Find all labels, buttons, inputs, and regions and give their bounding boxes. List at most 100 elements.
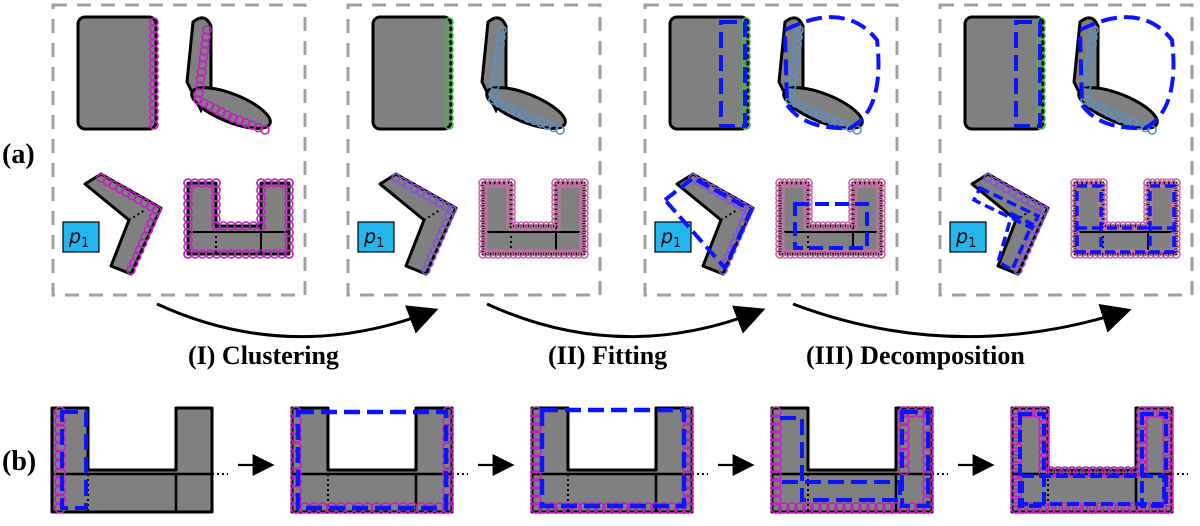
cluster-point [478,249,488,259]
cluster-point [579,183,589,193]
cluster-point [149,51,159,62]
cluster-point [780,249,790,259]
cluster-point [555,178,566,188]
fit-part [1018,412,1046,508]
cluster-point [183,235,193,245]
cluster-point [792,39,803,49]
cluster-point [848,202,858,212]
cluster-point [857,178,868,188]
point-label-subscript: 1 [81,236,89,251]
cluster-point [538,249,549,259]
cluster-point [848,211,858,222]
cluster-point [1113,221,1123,231]
cluster-point [496,32,506,42]
cluster-point [200,39,210,49]
cluster-point [194,88,204,98]
cluster-point [528,249,539,259]
u-shape-large [1010,406,1174,514]
ellipse-shape [782,86,864,130]
cluster-point [256,206,266,217]
cluster-point [1070,198,1080,209]
cluster-point [551,216,561,227]
fit-rect [1014,20,1042,128]
step-arrows [156,302,1132,339]
cluster-point [489,88,499,98]
cluster-point [530,422,542,434]
cluster-point [277,178,287,188]
cluster-point [478,239,488,249]
cluster-point [1125,249,1136,259]
cluster-point [493,249,503,259]
cluster-point [803,211,813,222]
cluster-point [558,249,569,259]
cluster-point [1070,178,1080,188]
cluster-point [858,502,870,514]
cluster-points [149,17,159,130]
cluster-point [1098,206,1108,217]
panel-frame [938,3,1194,297]
cluster-point [1010,454,1022,466]
cluster-point [579,249,589,259]
cluster-point [1080,249,1090,259]
cluster-point [1171,188,1181,198]
cluster-point [284,206,294,217]
stage-3 [530,406,708,514]
fit-rect [793,202,869,250]
cluster-point [840,249,851,259]
cluster-point [444,44,454,55]
cluster-point [183,199,193,210]
cluster-point [569,249,579,259]
label-box [62,221,100,253]
cluster-point [211,192,221,203]
cluster-point [149,106,159,117]
cluster-point [495,39,506,49]
cluster-point [1143,216,1153,227]
cluster-point [478,193,488,204]
cluster-point [803,192,813,203]
cluster-point [1166,249,1176,259]
cluster-points [96,173,162,275]
label-box [949,221,987,253]
cluster-point [149,65,159,75]
cluster-point [1143,192,1153,203]
cluster-point [826,502,838,514]
cluster-point [876,223,886,234]
cluster-point [810,502,822,514]
cluster-point [498,249,509,259]
cluster-point [497,25,507,35]
cluster-point [784,178,795,188]
cluster-point [199,46,210,56]
cluster-point [1082,74,1093,84]
cluster-point [523,249,534,259]
cluster-point [579,233,589,244]
cluster-point [1171,203,1181,214]
cluster-point [1098,221,1108,231]
fit-part [900,410,930,508]
cluster-point [506,206,516,217]
cluster-point [555,125,565,135]
cluster-points [488,25,565,135]
cluster-point [183,249,193,259]
cluster-point [818,502,830,514]
cluster-point [800,249,811,259]
cluster-point [478,228,488,239]
cluster-point [1090,249,1100,259]
cluster-point [770,446,782,458]
cluster-point [852,178,863,188]
cluster-point [579,244,589,254]
cluster-point [788,67,799,77]
cluster-point [444,30,454,41]
fit-rect [719,20,747,128]
cluster-point [775,193,785,204]
cluster-point [770,478,782,490]
cluster-point [1171,239,1181,249]
cluster-point [1171,208,1181,219]
cluster-point [551,211,561,222]
stage-1 [50,406,228,514]
cluster-point [551,187,561,198]
cluster-point [789,178,799,188]
cluster-point [149,17,159,27]
step-label-clustering: (I) Clustering [188,341,339,370]
cluster-point [551,197,561,207]
